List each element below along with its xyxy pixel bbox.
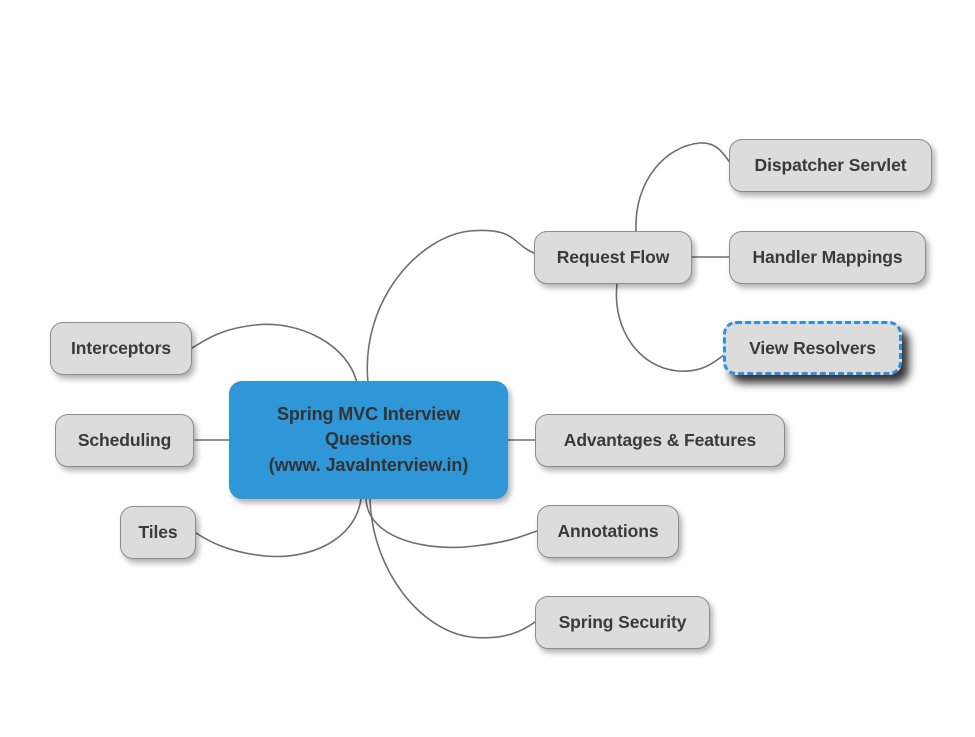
central-line-1: Spring MVC Interview: [276, 403, 461, 424]
node-annotations-label: Annotations: [557, 521, 659, 542]
node-tiles[interactable]: Tiles: [120, 506, 196, 559]
node-advantages-features[interactable]: Advantages & Features: [535, 414, 785, 467]
node-interceptors[interactable]: Interceptors: [50, 322, 192, 375]
node-dispatcher-servlet-label: Dispatcher Servlet: [754, 155, 907, 176]
central-node-text: Spring MVC Interview Questions (www. Jav…: [265, 402, 472, 479]
central-line-2: Questions: [324, 429, 413, 450]
node-annotations[interactable]: Annotations: [537, 505, 679, 558]
edge-request-flow-view-resolvers: [615, 283, 726, 372]
node-handler-mappings-label: Handler Mappings: [752, 247, 903, 268]
node-spring-security[interactable]: Spring Security: [535, 596, 710, 649]
edge-request-flow-dispatcher-servlet: [635, 142, 732, 232]
node-advantages-features-label: Advantages & Features: [563, 430, 757, 451]
edge-central-interceptors: [191, 323, 358, 384]
edge-central-tiles: [195, 498, 362, 558]
edge-central-request-flow: [366, 229, 535, 384]
node-request-flow-label: Request Flow: [556, 247, 670, 268]
node-view-resolvers-label: View Resolvers: [749, 337, 876, 358]
central-line-3: (www. JavaInterview.in): [268, 454, 469, 475]
edge-central-annotations: [365, 498, 538, 549]
node-request-flow[interactable]: Request Flow: [534, 231, 692, 284]
node-dispatcher-servlet[interactable]: Dispatcher Servlet: [729, 139, 932, 192]
node-handler-mappings[interactable]: Handler Mappings: [729, 231, 926, 284]
node-tiles-label: Tiles: [138, 522, 178, 543]
node-spring-security-label: Spring Security: [558, 612, 687, 633]
node-view-resolvers[interactable]: View Resolvers: [723, 321, 902, 375]
node-central[interactable]: Spring MVC Interview Questions (www. Jav…: [229, 381, 508, 499]
node-scheduling[interactable]: Scheduling: [55, 414, 194, 467]
node-scheduling-label: Scheduling: [77, 430, 172, 451]
edge-central-spring-security: [369, 498, 536, 639]
node-interceptors-label: Interceptors: [71, 338, 171, 359]
